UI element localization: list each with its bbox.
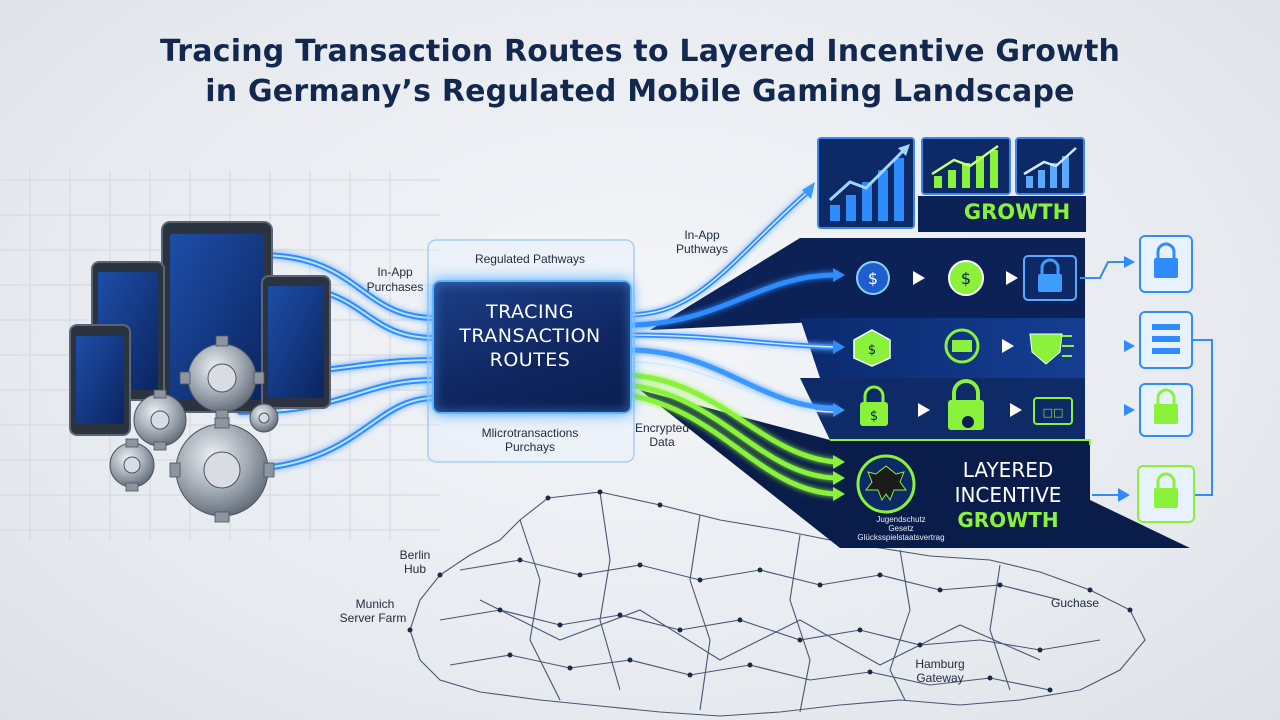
arrow-icon [1124, 340, 1135, 352]
map-city-nodes [407, 489, 1133, 693]
smartphone-icon [69, 261, 331, 436]
svg-text:$: $ [868, 343, 876, 358]
svg-text:$: $ [961, 269, 971, 288]
money-lock-icon: $ [853, 329, 891, 367]
coin-badge-icon: $ [948, 260, 984, 296]
in-app-pathways-label-1: In-App [684, 228, 720, 242]
page-title-line-1: Tracing Transaction Routes to Layered In… [159, 34, 1121, 69]
arrow-icon [1002, 339, 1014, 353]
in-app-purchases-label-1: In-App [377, 265, 413, 279]
layered-incentive-growth-label: LAYERED INCENTIVE GROWTH [928, 458, 1088, 533]
microtransactions-label: Mlicrotransactions [481, 426, 579, 440]
bar-chart-icon [1015, 137, 1085, 195]
arrow-icon [913, 271, 925, 285]
bar-chart-icon [817, 137, 915, 229]
lock-icon [1139, 235, 1193, 293]
seal-text-line-1: Jugendschutz [876, 515, 926, 524]
lock-icon [1023, 255, 1077, 301]
layered-line-1: LAYERED [962, 458, 1054, 482]
arrow-icon [1006, 271, 1018, 285]
munich-label-1: Munich [355, 597, 395, 611]
berlin-label-1: Berlin [399, 548, 431, 562]
lock-icon [1139, 383, 1193, 437]
connector-line [1080, 261, 1128, 279]
hamburg-label-1: Hamburg [915, 657, 965, 671]
arrow-icon [1124, 256, 1135, 268]
money-lock-icon: $ [860, 385, 888, 426]
svg-text:□□: □□ [1043, 406, 1064, 419]
lock-icon [1137, 465, 1195, 523]
in-app-pathways-label-2: Puthways [675, 242, 729, 256]
lock-icon [948, 379, 984, 430]
coin-badge-icon [944, 328, 980, 364]
svg-text:$: $ [870, 409, 878, 424]
regulated-pathways-label: Regulated Pathways [474, 252, 586, 266]
checklist-icon [1139, 311, 1193, 369]
svg-text:$: $ [868, 269, 878, 288]
arrow-icon [1118, 488, 1130, 502]
berlin-label-2: Hub [403, 562, 426, 576]
tracing-routes-panel [432, 280, 632, 414]
gear-teeth [125, 335, 275, 523]
coin-badge-icon: $ [856, 261, 890, 295]
connector-line [1192, 339, 1213, 496]
layered-line-2: INCENTIVE [954, 483, 1062, 507]
panel-heading: TRACING TRANSACTION ROUTES [459, 301, 601, 371]
seal-text-line-2: Gesetz [888, 524, 914, 533]
arrow-icon [1010, 403, 1022, 417]
bar-chart-icon [921, 137, 1011, 195]
in-app-purchases-label-2: Purchases [366, 280, 424, 294]
growth-label: GROWTH [963, 200, 1071, 224]
encrypted-data-label-1: Encrypted [634, 421, 690, 435]
shield-icon [1029, 333, 1074, 365]
layered-line-3: GROWTH [957, 508, 1059, 532]
arrow-icon [918, 403, 930, 417]
encrypted-data-label-2: Data [649, 435, 675, 449]
hamburg-label-2: Gateway [916, 671, 964, 685]
page-title-line-2: in Germany’s Regulated Mobile Gaming Lan… [205, 74, 1075, 109]
lock-icon: □□ [1033, 397, 1073, 425]
incentive-bands [640, 238, 1190, 548]
arrow-icon [1124, 404, 1135, 416]
purchases-label: Purchays [504, 440, 556, 454]
seal-text-line-3: Glücksspielstaatsvertrag [857, 533, 945, 542]
outgoing-routes [625, 187, 838, 497]
growth-label-bg [918, 196, 1086, 232]
eagle-seal-icon [856, 454, 916, 514]
route-arrowheads [802, 182, 845, 501]
munich-label-2: Server Farm [339, 611, 407, 625]
guchase-label: Guchase [1050, 596, 1100, 610]
